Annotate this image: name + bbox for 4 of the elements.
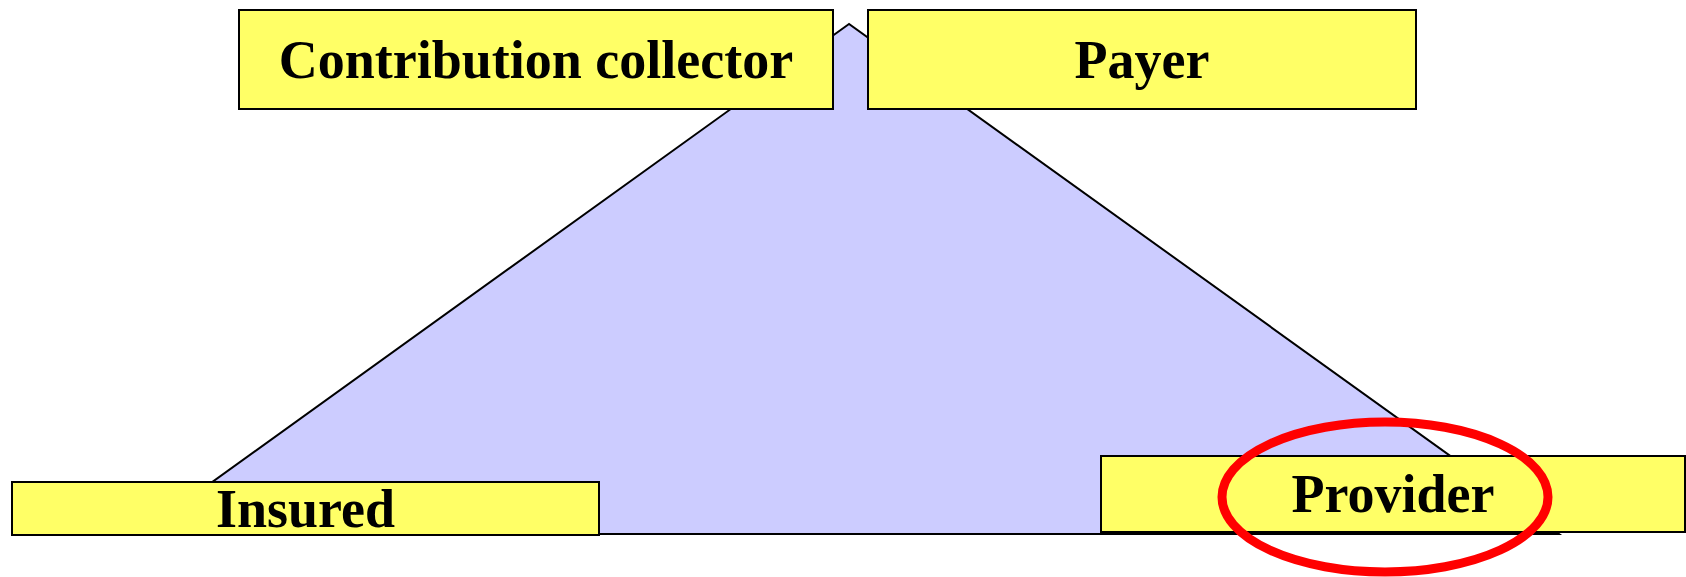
label-box: Provider [1100,455,1686,533]
label-box: Contribution collector [238,9,834,110]
label-box: Payer [867,9,1417,110]
label-box: Insured [11,481,600,536]
